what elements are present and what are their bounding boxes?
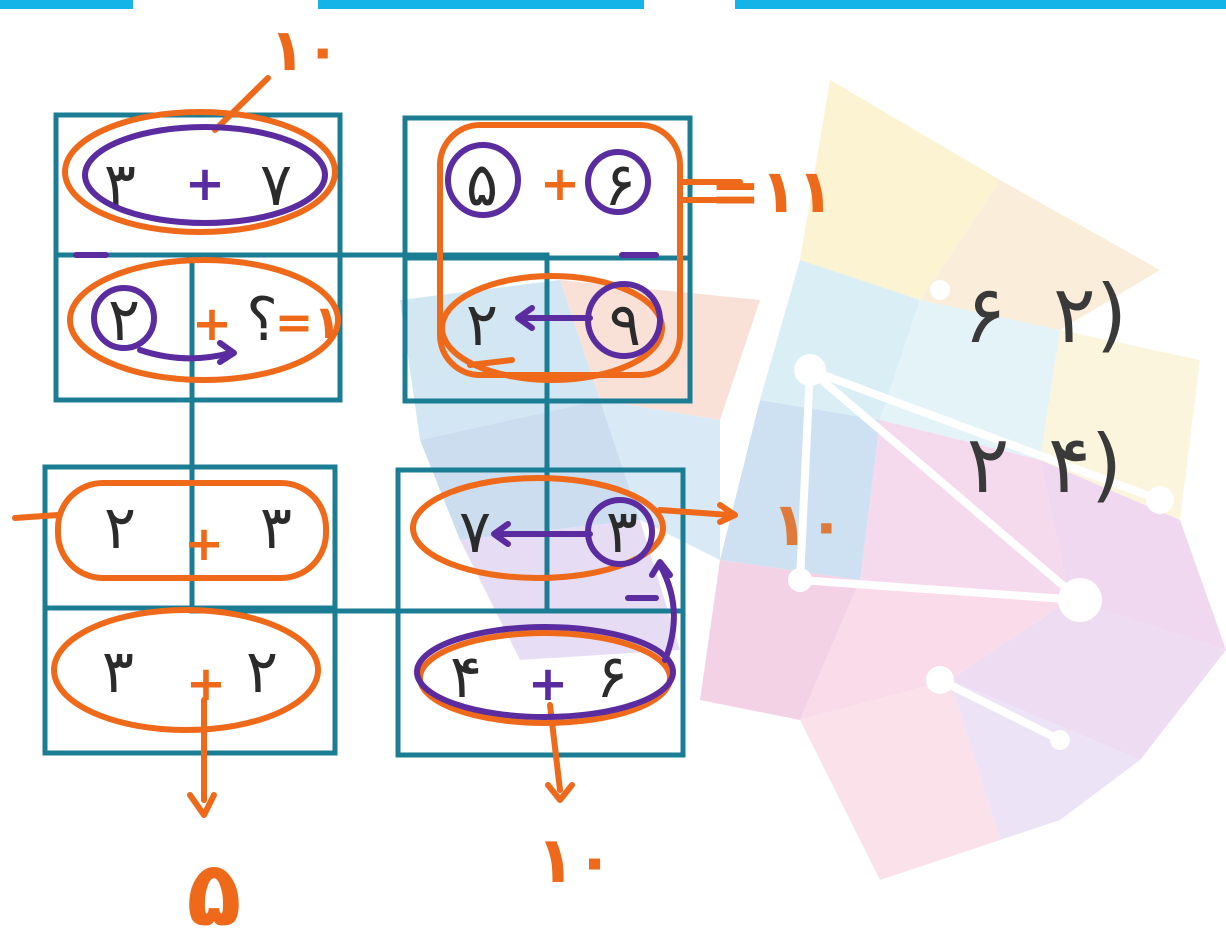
purple-circle-2: [91, 285, 157, 351]
sum-bottom-left: ۵: [187, 842, 242, 942]
loop-bl: [55, 480, 329, 581]
result-mid-left: =۱: [275, 295, 342, 349]
op-tl: +: [185, 156, 225, 212]
op-bl: +: [184, 516, 224, 572]
num-br-a: ۷: [459, 497, 491, 567]
option-2-value: ۶: [964, 268, 1007, 361]
sum-bottom-right: ۱۰: [536, 824, 614, 898]
num-trm-b: ۹: [609, 290, 641, 360]
loop-bll: [51, 607, 321, 733]
top-bar-2: [318, 0, 644, 9]
num-bl-a: ۲: [104, 493, 136, 563]
purple-loop-brl: [414, 624, 676, 720]
num-bll-a: ۳: [102, 637, 134, 707]
option-2-label: ۲): [1053, 268, 1127, 361]
top-bar-1: [0, 0, 133, 9]
top-bars: [0, 0, 1226, 9]
op-tlm: +: [192, 296, 232, 352]
printed-numbers: ۳ ۷ ۲ ؟ ۵ ۶ ۲ ۹ ۲ ۳ ۳ ۲ ۷ ۳ ۴ ۶: [102, 150, 641, 712]
loop-tr: [437, 122, 683, 378]
num-bl-b: ۳: [260, 493, 292, 563]
option-4-value: ۲: [967, 418, 1010, 511]
handwritten-results: ۱۰ =۱۱ =۱ ۱۰ ۵ ۱۰: [187, 16, 845, 942]
operator-marks: + + + + + +: [184, 156, 580, 712]
op-tr: +: [540, 156, 580, 212]
num-tlm-b: ؟: [246, 285, 278, 355]
loop-tl: [62, 109, 338, 235]
op-brl: +: [528, 656, 568, 712]
loop-tlm: [67, 257, 341, 383]
num-br-b: ۳: [606, 497, 638, 567]
num-brl-b: ۶: [596, 642, 628, 712]
num-brl-a: ۴: [450, 642, 482, 712]
num-bll-b: ۲: [246, 637, 278, 707]
purple-circle-5: [445, 142, 521, 218]
num-trm-a: ۲: [466, 290, 498, 360]
purple-annotations: [73, 124, 677, 720]
watermark-logo: [400, 80, 1226, 880]
center-connector: [189, 252, 550, 614]
result-top-right: =۱۱: [710, 157, 834, 227]
purple-circle-6: [585, 149, 651, 215]
num-tr-a: ۵: [466, 150, 498, 220]
result-top-left: ۱۰: [270, 16, 341, 84]
loop-br: [410, 475, 666, 581]
option-4-label: ۴): [1048, 418, 1122, 511]
purple-loop-tl: [82, 124, 328, 226]
top-bar-3: [735, 0, 1226, 9]
answer-options: ۶ ۲) ۲ ۴): [964, 268, 1128, 511]
result-bottom-right: ۱۰: [771, 490, 844, 560]
